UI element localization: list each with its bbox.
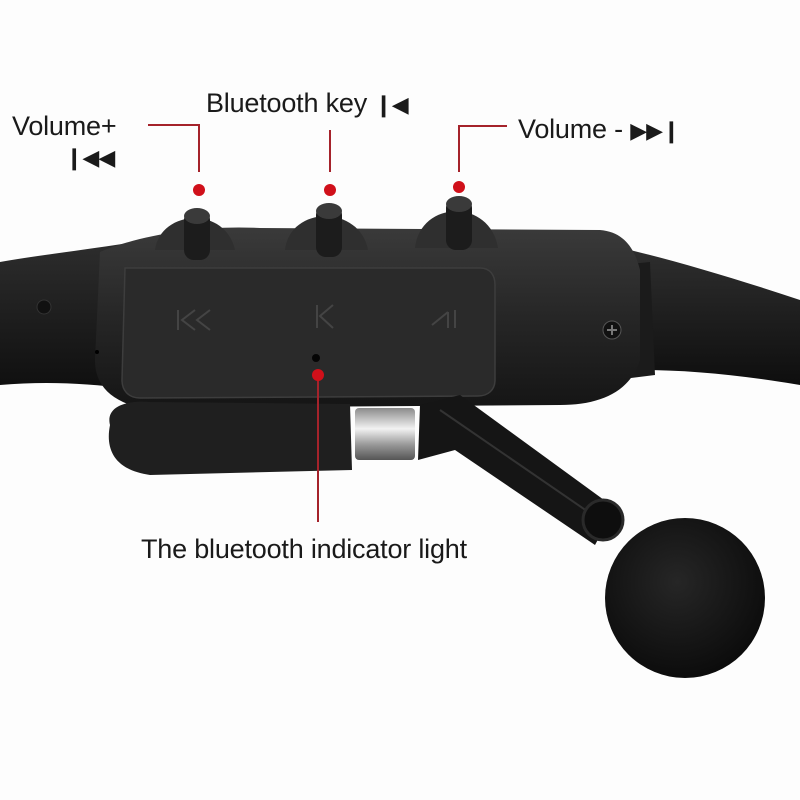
play-pause-icon: ❙◀ <box>374 93 408 118</box>
callout-dots <box>193 181 465 381</box>
button-volume-up <box>184 208 210 260</box>
volume-down-label: Volume - ▶▶❙ <box>518 114 681 144</box>
control-housing <box>95 211 640 408</box>
indicator-led <box>312 354 320 362</box>
button-volume-down <box>446 196 472 250</box>
previous-track-icon: ❙◀◀ <box>65 146 115 171</box>
volume-up-text: Volume+ <box>12 111 117 141</box>
embossed-icons <box>177 304 456 331</box>
earpiece-arm <box>418 395 615 545</box>
bluetooth-key-text: Bluetooth key <box>206 88 368 118</box>
next-track-icon: ▶▶❙ <box>630 119 680 144</box>
pivot-screw-icon <box>581 498 625 542</box>
volume-up-label: Volume+ <box>12 111 117 141</box>
foam-earpiece <box>605 518 765 678</box>
metal-hinge <box>355 408 415 460</box>
headband-right <box>615 250 800 385</box>
indicator-light-label: The bluetooth indicator light <box>141 534 467 564</box>
leader-lines <box>148 124 507 522</box>
battery-pod <box>108 401 352 475</box>
bluetooth-key-label: Bluetooth key ❙◀ <box>206 88 409 118</box>
button-bluetooth-key <box>316 203 342 257</box>
volume-down-text: Volume - <box>518 114 623 144</box>
